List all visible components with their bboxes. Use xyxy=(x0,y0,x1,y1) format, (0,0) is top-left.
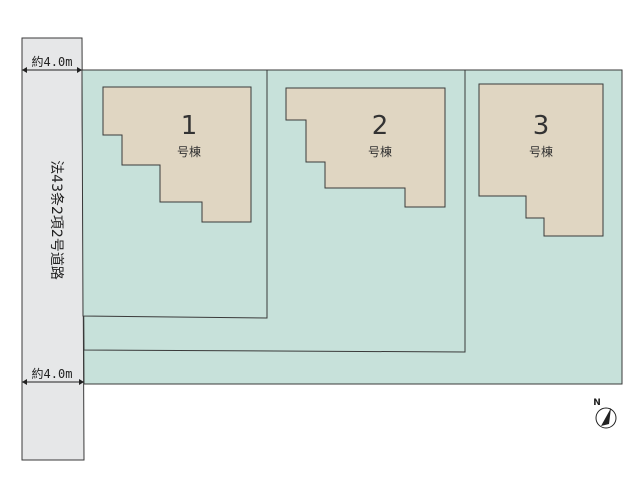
road-strip xyxy=(21,37,85,461)
dim-top-arrow-right xyxy=(77,67,82,73)
building-1-number: 1 xyxy=(181,111,198,141)
building-3 xyxy=(478,83,604,237)
dim-bottom-text: 約4.0m xyxy=(32,366,73,381)
road-label: 法43条2項2号道路 xyxy=(48,160,65,280)
building-1 xyxy=(102,86,252,223)
building-2 xyxy=(285,87,446,208)
north-arrow-label: N xyxy=(593,398,601,408)
building-2-label: 号棟 xyxy=(368,144,392,159)
north-arrow-icon: N xyxy=(593,398,617,429)
building-3-number: 3 xyxy=(533,111,550,141)
dim-top-arrow-left xyxy=(22,67,27,73)
building-2-number: 2 xyxy=(372,111,389,141)
building-3-label: 号棟 xyxy=(529,144,553,159)
dim-bottom-arrow-left xyxy=(22,379,27,385)
dim-bottom-arrow-right xyxy=(79,379,84,385)
dim-top-text: 約4.0m xyxy=(32,54,73,69)
building-1-label: 号棟 xyxy=(177,144,201,159)
